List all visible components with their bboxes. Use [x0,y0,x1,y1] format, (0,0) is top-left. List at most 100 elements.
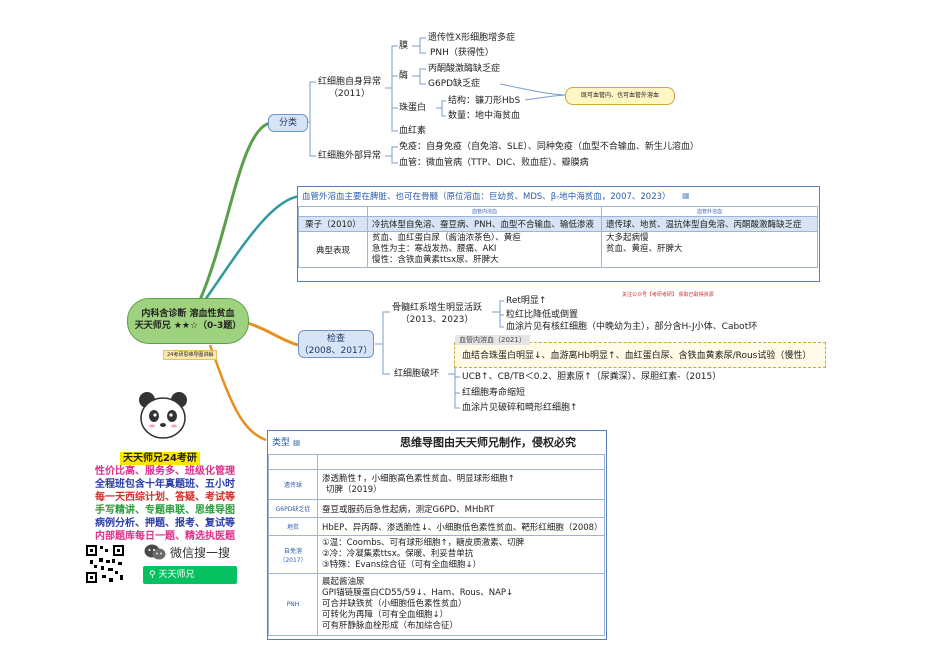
col-intra: 血管内溶血 [367,206,602,217]
row2-intra-1: 贫血、血红蛋白尿（酱油浓茶色）、黄疸 [372,233,521,243]
row2-extra-2: 贫血、黄疸、肝脾大 [606,244,683,254]
marrow-years: （2013、2023） [400,315,474,325]
destruction-item-1: 血结合珠蛋白明显↓、血游离Hb明显↑、血红蛋白尿、含铁血黄素尿/Rous试验（慢… [462,351,812,361]
membrane-node[interactable]: 膜 [399,41,409,51]
row1-intra: 冷抗体型自免溶、蚕豆病、PNH、血型不合输血、输低渗液 [367,216,602,232]
intra-tag-text: 血管内溶血（2021） [459,336,526,344]
wechat-icon [144,544,166,560]
table-icon: ▦ [292,438,301,447]
site-heading: 血管外溶血主要在脾脏、也可在骨髓（原位溶血：巨幼贫、MDS、β-地中海贫血，20… [302,192,671,202]
watermark-top: 关注公众号【考研考研】 获取已取得资源 [622,292,714,298]
table-row: 遗传球 渗透脆性↑，小细胞高色素性贫血、明显球形细胞↑ 切脾（2019） [268,469,605,500]
promo-title: 天天师兄24考研 [120,452,200,465]
type-name-4: PNH [268,573,318,636]
search-button[interactable]: ⚲ 天天师兄 [143,566,237,584]
exam-node[interactable]: 检查 （2008、2017） [298,330,374,358]
callout-text: 既可血管内、也可血管外溶血 [580,92,659,99]
table-row: 典型表现 贫血、血红蛋白尿（酱油浓茶色）、黄疸 急性为主：寒战发热、腰痛、AKI… [298,231,818,268]
marrow-item-1: Ret明显↑ [506,296,547,306]
marrow-item-3: 血涂片见有核红细胞（中晚幼为主），部分含H-J小体、Cabot环 [506,322,758,332]
root-title: 内科含诊断 溶血性贫血 [141,309,235,319]
promo-line-4: 手写精讲、专题串联、思维导图 [95,505,235,516]
marrow-node[interactable]: 骨髓红系增生明显活跃 （2013、2023） [392,302,482,326]
root-subtitle: 天天师兄 ★★☆（0-3题） [134,321,242,331]
extrinsic-node[interactable]: 红细胞外部异常 [318,151,382,161]
intrinsic-label: 红细胞自身异常 [318,77,382,87]
types-table: 遗传球 渗透脆性↑，小细胞高色素性贫血、明显球形细胞↑ 切脾（2019） G6P… [268,454,605,636]
table-row: PNH 晨起酱油尿 GPI锚链膜蛋白CD55/59↓、Ham、Rous、NAP↓… [268,573,605,636]
type-name-0: 遗传球 [268,469,318,500]
type-3-line-1: ①温：Coombs、可有球形细胞↑，糖皮质激素、切脾 [322,538,525,548]
promo-block: 天天师兄24考研 性价比高、服务多、班级化管理 全程班包含十年真题班、五小时 每… [90,446,240,543]
types-label-text: 类型 [272,438,291,448]
row2-extra-1: 大多起病慢 [606,233,649,243]
panda-icon [139,392,187,439]
globin-node[interactable]: 珠蛋白 [399,103,427,113]
type-4-line-1: 晨起酱油尿 [322,577,365,587]
type-2-line-1: HbEP、异丙醇、渗透脆性↓、小细胞低色素性贫血、靶形红细胞（2008） [317,517,605,536]
promo-line-2: 全程班包含十年真题班、五小时 [95,479,235,490]
copyright: 思维导图由天天师兄制作，侵权必究 [400,436,576,449]
search-icon: ⚲ [149,570,156,580]
qr-code-icon [85,544,125,584]
row2-intra-2: 急性为主：寒战发热、腰痛、AKI [372,244,497,254]
intra-tag: 血管内溶血（2021） [455,335,530,345]
marrow-item-2: 粒红比降低或倒置 [506,310,579,320]
root-node[interactable]: 内科含诊断 溶血性贫血 天天师兄 ★★☆（0-3题） [127,298,249,344]
destruction-node[interactable]: 红细胞破坏 [394,369,440,379]
type-4-line-3: 可合并缺铁贫（小细胞低色素性贫血） [322,599,467,609]
marrow-label: 骨髓红系增生明显活跃 [392,303,483,313]
type-3-line-2: ②冷：冷凝集素ttsx。保暖、利妥昔单抗 [322,549,474,559]
intra-dashed-box [454,342,826,368]
root-tag-text: 24考研思维导图讲解 [167,352,214,358]
type-1-line-1: 蚕豆或服药后急性起病，测定G6PD、MHbRT [317,499,605,518]
table-icon: ▦ [682,191,690,200]
search-button-text: 天天师兄 [158,570,195,580]
table-row: 栗子（2010） 冷抗体型自免溶、蚕豆病、PNH、血型不合输血、输低渗液 遗传球… [298,216,818,232]
row1-extra: 遗传球、地贫、温抗体型自免溶、丙酮酸激酶缺乏症 [601,216,818,232]
site-table: 血管内溶血 血管外溶血 栗子（2010） 冷抗体型自免溶、蚕豆病、PNH、血型不… [298,206,818,268]
table-row: 自免溶（2017） ①温：Coombs、可有球形细胞↑，糖皮质激素、切脾 ②冷：… [268,535,605,574]
enzyme-node[interactable]: 酶 [399,71,409,81]
types-label[interactable]: 类型 ▦ [272,435,300,448]
enzyme-item-1: 丙酮酸激酶缺乏症 [428,64,501,74]
type-name-1: G6PD缺乏症 [268,499,318,518]
promo-line-5: 病例分析、押题、报考、复试等 [95,518,235,529]
type-4-line-2: GPI锚链膜蛋白CD55/59↓、Ham、Rous、NAP↓ [322,588,514,598]
row2-intra-3: 慢性：含铁血黄素ttsx尿、肝脾大 [372,255,499,265]
destruction-item-4: 血涂片见破碎和畸形红细胞↑ [462,403,578,413]
row1-label: 栗子（2010） [298,216,368,232]
destruction-item-2: UCB↑、CB/TB＜0.2、胆素原↑（尿粪深）、尿胆红素-（2015） [462,372,722,382]
enzyme-item-2: G6PD缺乏症 [428,79,481,89]
root-tag: 24考研思维导图讲解 [163,350,218,360]
type-name-2: 地贫 [268,517,318,536]
wechat-search-label: 微信搜一搜 [170,546,231,560]
heme-node[interactable]: 血红素 [399,126,427,136]
promo-line-1: 性价比高、服务多、班级化管理 [95,466,235,477]
promo-line-6: 内部题库每日一题、精选执医题 [95,531,235,542]
classification-label: 分类 [278,118,297,128]
type-4-line-4: 可转化为再障（可有全血细胞↓） [322,610,449,620]
table-row: 地贫 HbEP、异丙醇、渗透脆性↓、小细胞低色素性贫血、靶形红细胞（2008） [268,517,605,536]
callout-bubble: 既可血管内、也可血管外溶血 [565,87,675,105]
classification-node[interactable]: 分类 [268,114,308,132]
extrinsic-item-1: 免疫：自身免疫（自免溶、SLE）、同种免疫（血型不合输血、新生儿溶血） [399,142,699,152]
membrane-item-1: 遗传性X形细胞增多症 [428,33,516,43]
intrinsic-year: （2011） [329,89,370,99]
table-row [268,454,605,470]
table-row: G6PD缺乏症 蚕豆或服药后急性起病，测定G6PD、MHbRT [268,499,605,518]
exam-years: （2008、2017） [299,346,373,356]
destruction-item-3: 红细胞寿命缩短 [462,388,526,398]
globin-item-2: 数量：地中海贫血 [448,111,521,121]
type-3-line-3: ③特殊：Evans综合征（可有全血细胞↓） [322,560,482,570]
type-0-line-2: 切脾（2019） [326,484,382,495]
promo-line-3: 每一天西综计划、答疑、考试等 [95,492,235,503]
membrane-item-2: PNH（获得性） [430,48,494,58]
intrinsic-node[interactable]: 红细胞自身异常 （2011） [318,76,381,100]
row2-label: 典型表现 [298,231,368,268]
col-extra: 血管外溶血 [601,206,818,217]
type-name-3: 自免溶（2017） [268,535,318,574]
extrinsic-item-2: 血管：微血管病（TTP、DIC、败血症）、瓣膜病 [399,158,589,168]
type-4-line-5: 可有肝静脉血栓形成（布加综合征） [322,621,459,631]
